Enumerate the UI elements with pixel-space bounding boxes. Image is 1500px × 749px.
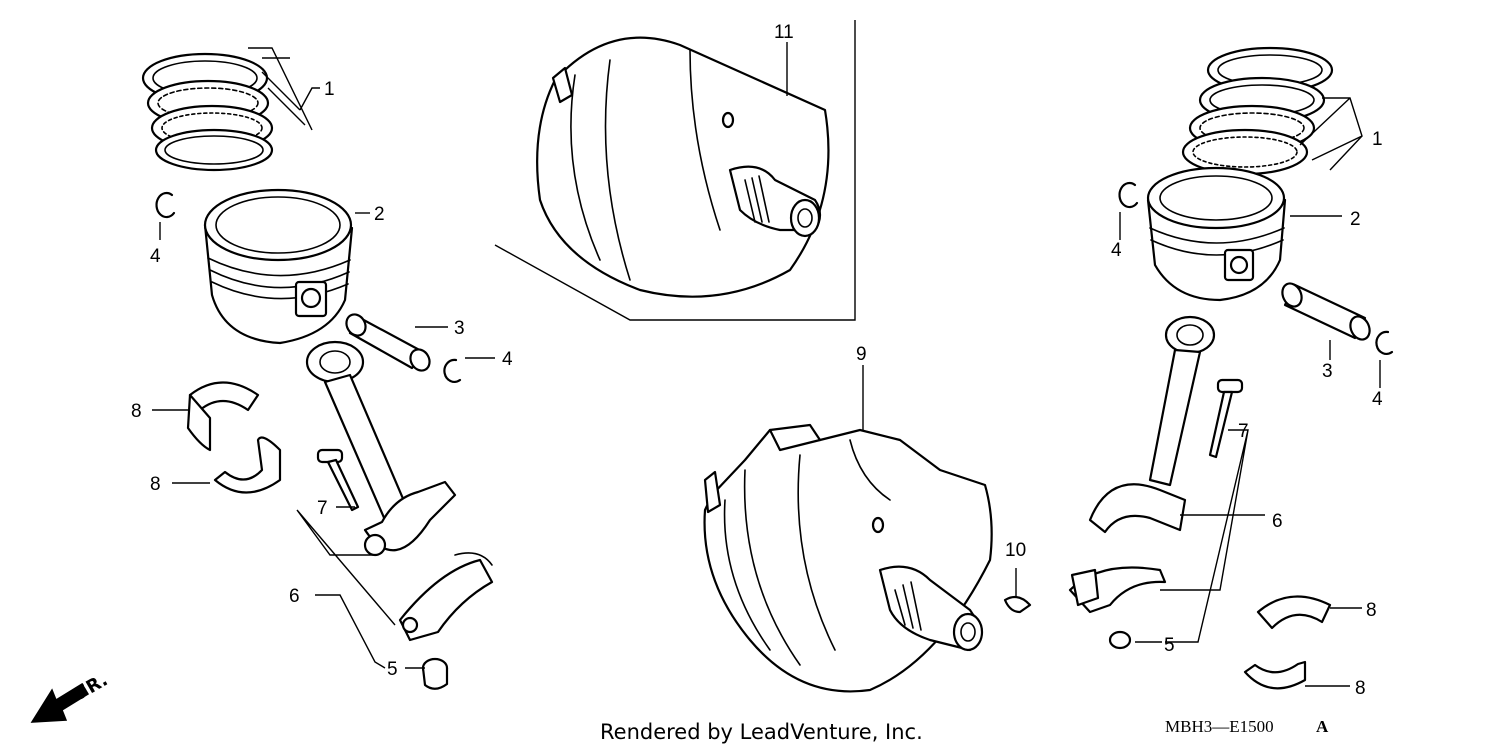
crankshaft-detail-frame: [494, 20, 856, 321]
rod-cap-right[interactable]: [1068, 566, 1167, 614]
bearing-right-lower[interactable]: [1243, 660, 1307, 690]
connecting-rod-right[interactable]: [1088, 315, 1216, 534]
callout-piston-pin-right: 3: [1322, 361, 1333, 382]
diagram-code: MBH3—E1500: [1165, 717, 1274, 736]
callout-piston-right: 2: [1350, 209, 1361, 230]
front-arrow-icon: [30, 682, 90, 723]
rod-nut-left[interactable]: [421, 657, 449, 690]
crankshaft-detail[interactable]: [536, 36, 830, 298]
callout-bolt-right: 7: [1238, 421, 1249, 442]
leader-lines: [152, 42, 1381, 687]
piston-right[interactable]: [1146, 166, 1287, 302]
diagram-code-suffix: A: [1316, 717, 1329, 736]
callout-piston-left: 2: [374, 204, 385, 225]
rod-bolt-left[interactable]: [316, 448, 360, 512]
callout-key: 10: [1005, 540, 1026, 561]
render-credit: Rendered by LeadVenture, Inc.: [600, 720, 923, 744]
callout-bearing-right-lower: 8: [1355, 678, 1366, 699]
callout-clip-left-lower: 4: [502, 349, 513, 370]
piston-left[interactable]: [203, 188, 354, 345]
crankshaft-main[interactable]: [703, 423, 993, 693]
piston-pin-clip-right-upper[interactable]: [1118, 181, 1139, 209]
callout-nut-right: 5: [1164, 635, 1175, 656]
callout-bolt-left: 7: [317, 498, 328, 519]
rod-cap-left[interactable]: [398, 552, 494, 642]
callout-bearing-right-upper: 8: [1366, 600, 1377, 621]
callout-rod-right: 6: [1272, 511, 1283, 532]
callout-piston-pin-left: 3: [454, 318, 465, 339]
rod-nut-right[interactable]: [1108, 630, 1132, 650]
woodruff-key[interactable]: [1003, 595, 1032, 614]
piston-pin-left[interactable]: [343, 311, 434, 374]
callout-clip-right-upper: 4: [1111, 240, 1122, 261]
piston-pin-clip-left-upper[interactable]: [155, 191, 176, 219]
callout-bearing-left-upper: 8: [131, 401, 142, 422]
piston-rings-left[interactable]: [141, 52, 274, 172]
piston-pin-clip-right-lower[interactable]: [1375, 330, 1394, 355]
bearing-left-lower[interactable]: [213, 436, 282, 494]
connecting-rod-left[interactable]: [305, 340, 457, 557]
callout-crankshaft-main: 9: [856, 344, 867, 365]
piston-pin-clip-left-lower[interactable]: [443, 358, 462, 383]
rod-bolt-right[interactable]: [1208, 378, 1244, 459]
piston-rings-right[interactable]: [1181, 46, 1334, 176]
callout-piston-rings-right: 1: [1372, 129, 1383, 150]
callout-nut-left: 5: [387, 659, 398, 680]
piston-pin-right[interactable]: [1279, 280, 1373, 342]
bearing-left-upper[interactable]: [186, 381, 260, 452]
callout-rod-left: 6: [289, 586, 300, 607]
callout-clip-left-upper: 4: [150, 246, 161, 267]
callout-clip-right-lower: 4: [1372, 389, 1383, 410]
callout-piston-rings-left: 1: [324, 79, 335, 100]
callout-crankshaft-detail: 11: [774, 22, 794, 43]
callout-bearing-left-lower: 8: [150, 474, 161, 495]
bearing-right-upper[interactable]: [1256, 595, 1332, 630]
